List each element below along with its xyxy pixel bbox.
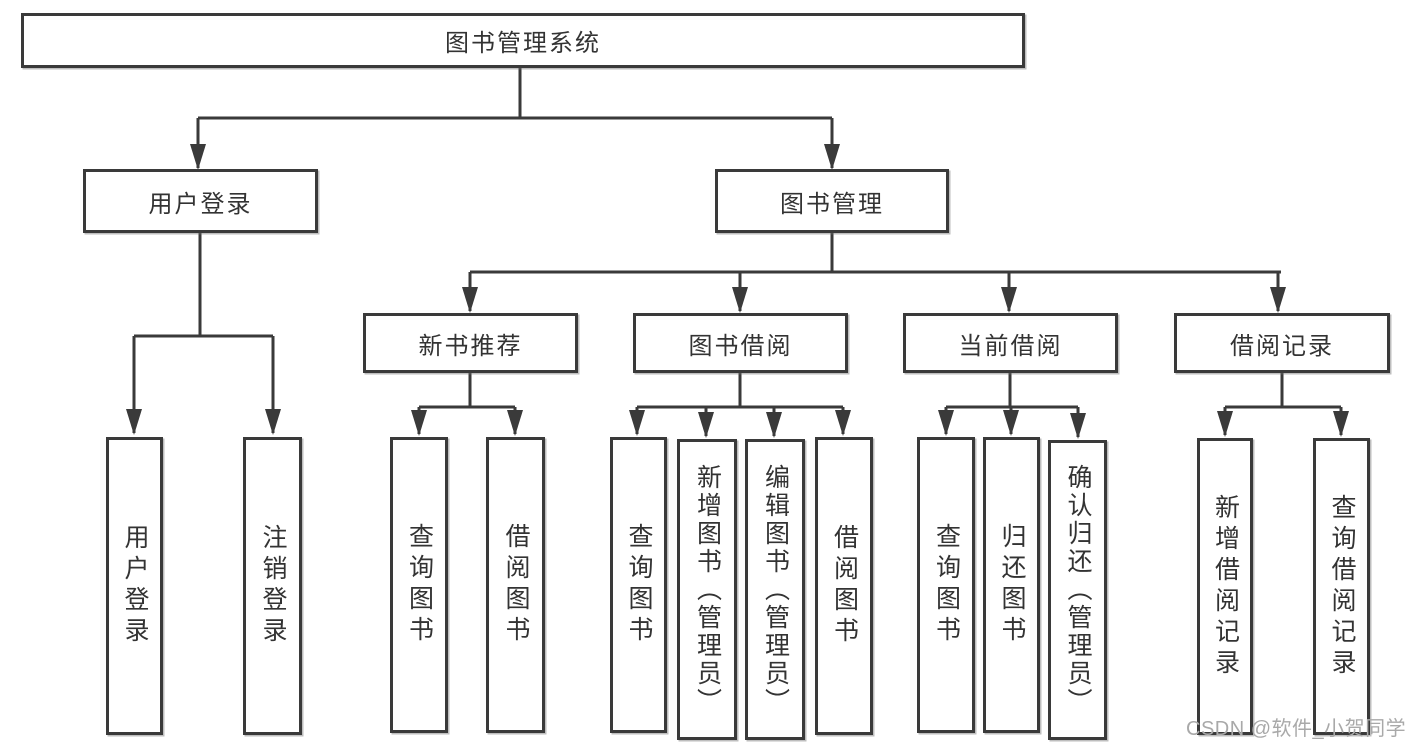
node-label: 新增图书（管理员） bbox=[693, 463, 722, 716]
connector-book-borrow-branch bbox=[629, 373, 851, 438]
node-label: 确认归还（管理员） bbox=[1064, 464, 1092, 716]
node-library-management-system: 图书管理系统 bbox=[21, 13, 1025, 68]
leaf-add-book-admin: 新增图书（管理员） bbox=[677, 439, 737, 740]
leaf-return-books: 归还图书 bbox=[983, 437, 1040, 733]
node-book-management: 图书管理 bbox=[715, 169, 949, 233]
node-label: 图书管理系统 bbox=[445, 30, 601, 57]
leaf-query-books-current: 查询图书 bbox=[917, 437, 975, 733]
leaf-confirm-return-admin: 确认归还（管理员） bbox=[1048, 440, 1107, 740]
csdn-watermark: CSDN @软件_小贺同学 bbox=[1186, 718, 1405, 740]
leaf-add-borrow-record: 新增借阅记录 bbox=[1197, 438, 1253, 735]
node-label: 查询图书 bbox=[932, 523, 961, 647]
node-book-borrow: 图书借阅 bbox=[633, 313, 848, 373]
node-label: 图书管理 bbox=[780, 190, 884, 218]
node-label: 当前借阅 bbox=[958, 332, 1063, 360]
connector-new-books-branch bbox=[411, 373, 523, 436]
connector-user-login-branch bbox=[126, 233, 281, 435]
node-label: 用户登录 bbox=[121, 524, 149, 648]
node-label: 借阅记录 bbox=[1230, 332, 1334, 360]
node-label: 查询借阅记录 bbox=[1328, 493, 1356, 680]
node-label: 新增借阅记录 bbox=[1211, 493, 1240, 680]
node-label: 查询图书 bbox=[405, 523, 434, 647]
connector-current-borrow-branch bbox=[938, 373, 1086, 439]
node-current-borrow: 当前借阅 bbox=[903, 313, 1118, 373]
node-label: 编辑图书（管理员） bbox=[761, 463, 790, 716]
leaf-query-books-borrow: 查询图书 bbox=[610, 437, 667, 733]
node-label: 归还图书 bbox=[998, 523, 1026, 647]
leaf-user-login: 用户登录 bbox=[106, 437, 163, 735]
leaf-borrow-books: 借阅图书 bbox=[815, 437, 873, 735]
node-user-login: 用户登录 bbox=[83, 169, 318, 233]
node-label: 借阅图书 bbox=[830, 524, 859, 648]
node-label: 注销登录 bbox=[259, 524, 287, 648]
node-borrow-records: 借阅记录 bbox=[1174, 313, 1390, 373]
leaf-borrow-books-recommend: 借阅图书 bbox=[486, 437, 545, 733]
connector-book-management-branch bbox=[462, 233, 1286, 313]
leaf-query-books-recommend: 查询图书 bbox=[390, 437, 448, 733]
node-label: 借阅图书 bbox=[502, 523, 530, 647]
leaf-query-borrow-record: 查询借阅记录 bbox=[1313, 438, 1370, 735]
connector-root-to-level1 bbox=[190, 68, 840, 170]
leaf-logout: 注销登录 bbox=[243, 437, 302, 735]
node-new-book-recommend: 新书推荐 bbox=[363, 313, 578, 373]
leaf-edit-book-admin: 编辑图书（管理员） bbox=[745, 439, 805, 740]
node-label: 图书借阅 bbox=[688, 332, 793, 360]
node-label: 新书推荐 bbox=[418, 332, 523, 360]
connector-borrow-records-branch bbox=[1217, 373, 1349, 437]
node-label: 查询图书 bbox=[625, 523, 653, 647]
node-label: 用户登录 bbox=[148, 190, 253, 218]
